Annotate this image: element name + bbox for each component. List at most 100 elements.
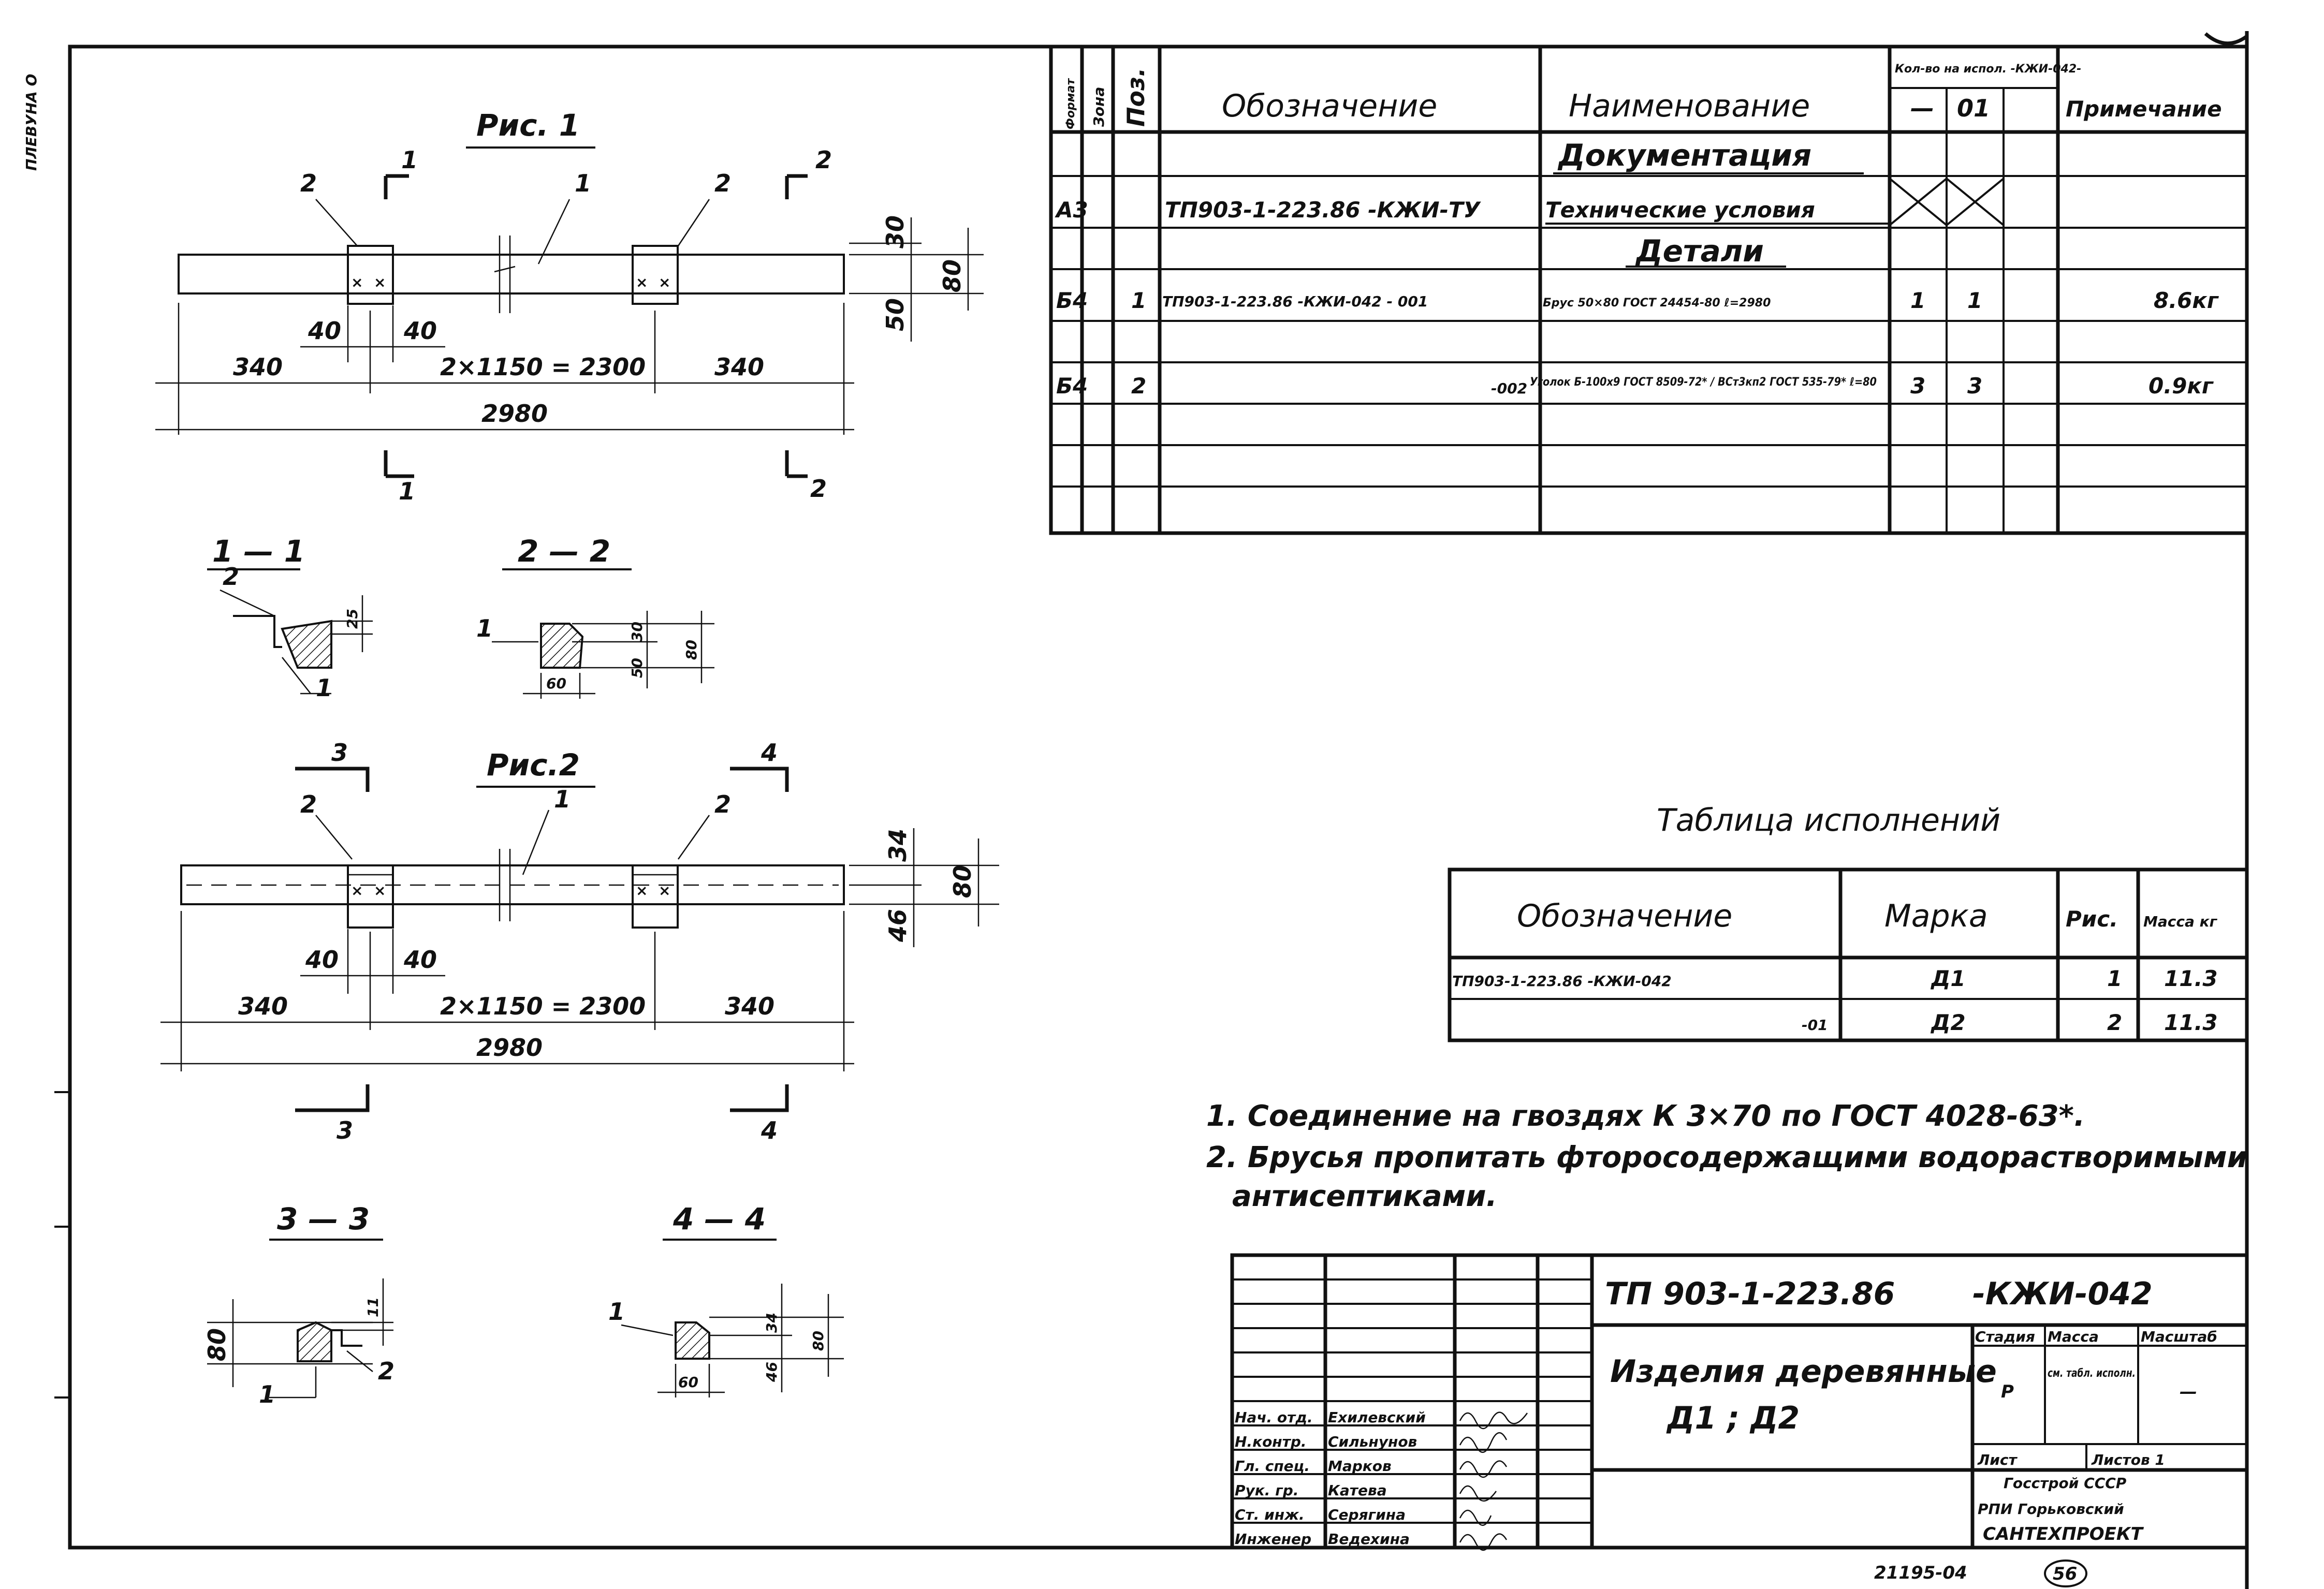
- section-2-2: 2 — 2 1 30 50 80 60: [476, 534, 714, 699]
- svg-text:2: 2: [810, 475, 827, 503]
- svg-text:80: 80: [938, 259, 966, 292]
- section-4-4: 4 — 4 1 34 46 80 60: [608, 1201, 844, 1397]
- svg-text:40: 40: [308, 317, 341, 345]
- svg-text:-002: -002: [1491, 380, 1527, 397]
- svg-text:Масса: Масса: [2048, 1328, 2099, 1345]
- svg-text:ТП903-1-223.86 -КЖИ-ТУ: ТП903-1-223.86 -КЖИ-ТУ: [1165, 197, 1482, 223]
- svg-text:2: 2: [300, 790, 317, 818]
- svg-text:340: 340: [714, 353, 764, 381]
- fig2-beam: [180, 864, 845, 905]
- svg-text:0.9кг: 0.9кг: [2148, 373, 2214, 399]
- svg-text:РПИ Горьковский: РПИ Горьковский: [1978, 1500, 2124, 1518]
- svg-text:Поз.: Поз.: [1122, 68, 1150, 127]
- svg-text:Р: Р: [2001, 1381, 2014, 1402]
- svg-text:Кол-во на испол. -КЖИ-042-: Кол-во на испол. -КЖИ-042-: [1895, 63, 2081, 76]
- svg-text:Масса кг: Масса кг: [2143, 913, 2218, 930]
- svg-text:46: 46: [763, 1362, 780, 1382]
- svg-text:см. табл. исполн.: см. табл. исполн.: [2048, 1367, 2136, 1380]
- section-3-3: 3 — 3 80 1 2 11: [203, 1201, 394, 1408]
- svg-text:А3: А3: [1055, 197, 1088, 223]
- svg-text:50: 50: [881, 298, 909, 331]
- svg-text:1 — 1: 1 — 1: [212, 534, 305, 569]
- svg-text:×: ×: [636, 274, 648, 291]
- svg-text:1: 1: [1131, 288, 1146, 313]
- svg-text:2 — 2: 2 — 2: [518, 534, 610, 569]
- svg-text:3: 3: [1910, 373, 1925, 399]
- svg-text:2: 2: [714, 169, 731, 197]
- svg-text:40: 40: [403, 317, 437, 345]
- svg-text:1: 1: [575, 169, 591, 197]
- svg-text:1: 1: [399, 477, 415, 505]
- document-number: 21195-04: [1874, 1563, 1967, 1583]
- svg-text:Масштаб: Масштаб: [2141, 1328, 2217, 1345]
- svg-text:3: 3: [1967, 373, 1982, 399]
- fig1-angle-right: [632, 245, 679, 305]
- svg-text:Гл. спец.: Гл. спец.: [1235, 1458, 1310, 1475]
- svg-text:Марка: Марка: [1884, 898, 1988, 934]
- svg-text:8.6кг: 8.6кг: [2154, 288, 2219, 313]
- svg-text:антисептиками.: антисептиками.: [1232, 1180, 1497, 1213]
- svg-text:Ведехина: Ведехина: [1328, 1531, 1410, 1548]
- svg-text:×: ×: [659, 274, 670, 291]
- svg-text:Рис.: Рис.: [2066, 906, 2118, 932]
- svg-text:01: 01: [1957, 94, 1990, 122]
- svg-text:-01: -01: [1802, 1017, 1828, 1034]
- svg-text:50: 50: [628, 658, 646, 678]
- svg-text:Наименование: Наименование: [1569, 88, 1810, 124]
- svg-text:40: 40: [305, 946, 339, 974]
- svg-text:2×1150 = 2300: 2×1150 = 2300: [440, 992, 646, 1020]
- svg-text:1: 1: [476, 614, 493, 642]
- svg-text:Н.контр.: Н.контр.: [1235, 1433, 1307, 1450]
- svg-text:46: 46: [884, 909, 912, 943]
- svg-text:2: 2: [378, 1357, 394, 1385]
- svg-text:1: 1: [1967, 288, 1982, 313]
- svg-text:Рук. гр.: Рук. гр.: [1235, 1482, 1298, 1499]
- svg-text:ТП903-1-223.86 -КЖИ-042 - 00: ТП903-1-223.86 -КЖИ-042 - 001: [1162, 293, 1428, 310]
- svg-text:Таблица исполнений: Таблица исполнений: [1657, 802, 2000, 838]
- svg-text:1: 1: [2107, 966, 2122, 991]
- svg-text:3 — 3: 3 — 3: [277, 1201, 370, 1237]
- svg-text:Примечание: Примечание: [2066, 96, 2222, 122]
- svg-text:Обозначение: Обозначение: [1222, 88, 1437, 124]
- svg-text:30: 30: [628, 622, 646, 642]
- svg-text:11.3: 11.3: [2164, 966, 2218, 991]
- svg-text:80: 80: [683, 640, 700, 660]
- svg-text:Детали: Детали: [1635, 233, 1764, 269]
- svg-text:2×1150 = 2300: 2×1150 = 2300: [440, 353, 646, 381]
- svg-text:×: ×: [659, 882, 670, 899]
- svg-text:1: 1: [608, 1298, 625, 1326]
- svg-text:2: 2: [1131, 373, 1146, 399]
- svg-text:Б4: Б4: [1056, 288, 1088, 313]
- svg-text:4 — 4: 4 — 4: [673, 1201, 766, 1237]
- svg-text:80: 80: [948, 865, 976, 898]
- svg-text:340: 340: [233, 353, 283, 381]
- page-number: 56: [2053, 1564, 2077, 1584]
- svg-text:80: 80: [203, 1328, 231, 1361]
- svg-text:Нач. отд.: Нач. отд.: [1235, 1409, 1313, 1426]
- svg-text:Д2: Д2: [1930, 1010, 1966, 1035]
- fig1-beam: [178, 254, 845, 295]
- title-block: Нач. отд. Ехилевский Н.контр. Сильнунов …: [1230, 1253, 2249, 1551]
- svg-text:11: 11: [364, 1297, 382, 1317]
- svg-text:340: 340: [238, 992, 288, 1020]
- svg-text:1: 1: [259, 1380, 275, 1408]
- svg-text:4: 4: [761, 739, 778, 767]
- svg-text:11.3: 11.3: [2164, 1010, 2218, 1035]
- svg-text:3: 3: [337, 1116, 353, 1144]
- svg-text:Обозначение: Обозначение: [1517, 898, 1732, 934]
- fig2-angle-left: [347, 864, 394, 929]
- svg-text:4: 4: [761, 1116, 778, 1144]
- svg-text:60: 60: [546, 675, 566, 692]
- svg-text:САНТЕХПРОЕКТ: САНТЕХПРОЕКТ: [1983, 1524, 2144, 1544]
- svg-text:Д1: Д1: [1930, 966, 1966, 991]
- svg-text:×: ×: [351, 274, 363, 291]
- specification-table: Формат Зона Поз. Обозначение Наименовани…: [1049, 45, 2249, 535]
- svg-text:Уголок Б-100х9 ГОСТ 8509-72* /: Уголок Б-100х9 ГОСТ 8509-72* / ВСт3кп2 Г…: [1530, 376, 1877, 389]
- svg-text:34: 34: [884, 829, 912, 862]
- svg-text:Сильнунов: Сильнунов: [1328, 1433, 1417, 1450]
- svg-text:Зона: Зона: [1090, 87, 1107, 127]
- margin-text: ПЛЕВУНА О: [23, 74, 40, 171]
- svg-text:Ехилевский: Ехилевский: [1328, 1409, 1426, 1426]
- svg-text:Стадия: Стадия: [1975, 1328, 2035, 1345]
- svg-text:Технические условия: Технические условия: [1545, 197, 1815, 223]
